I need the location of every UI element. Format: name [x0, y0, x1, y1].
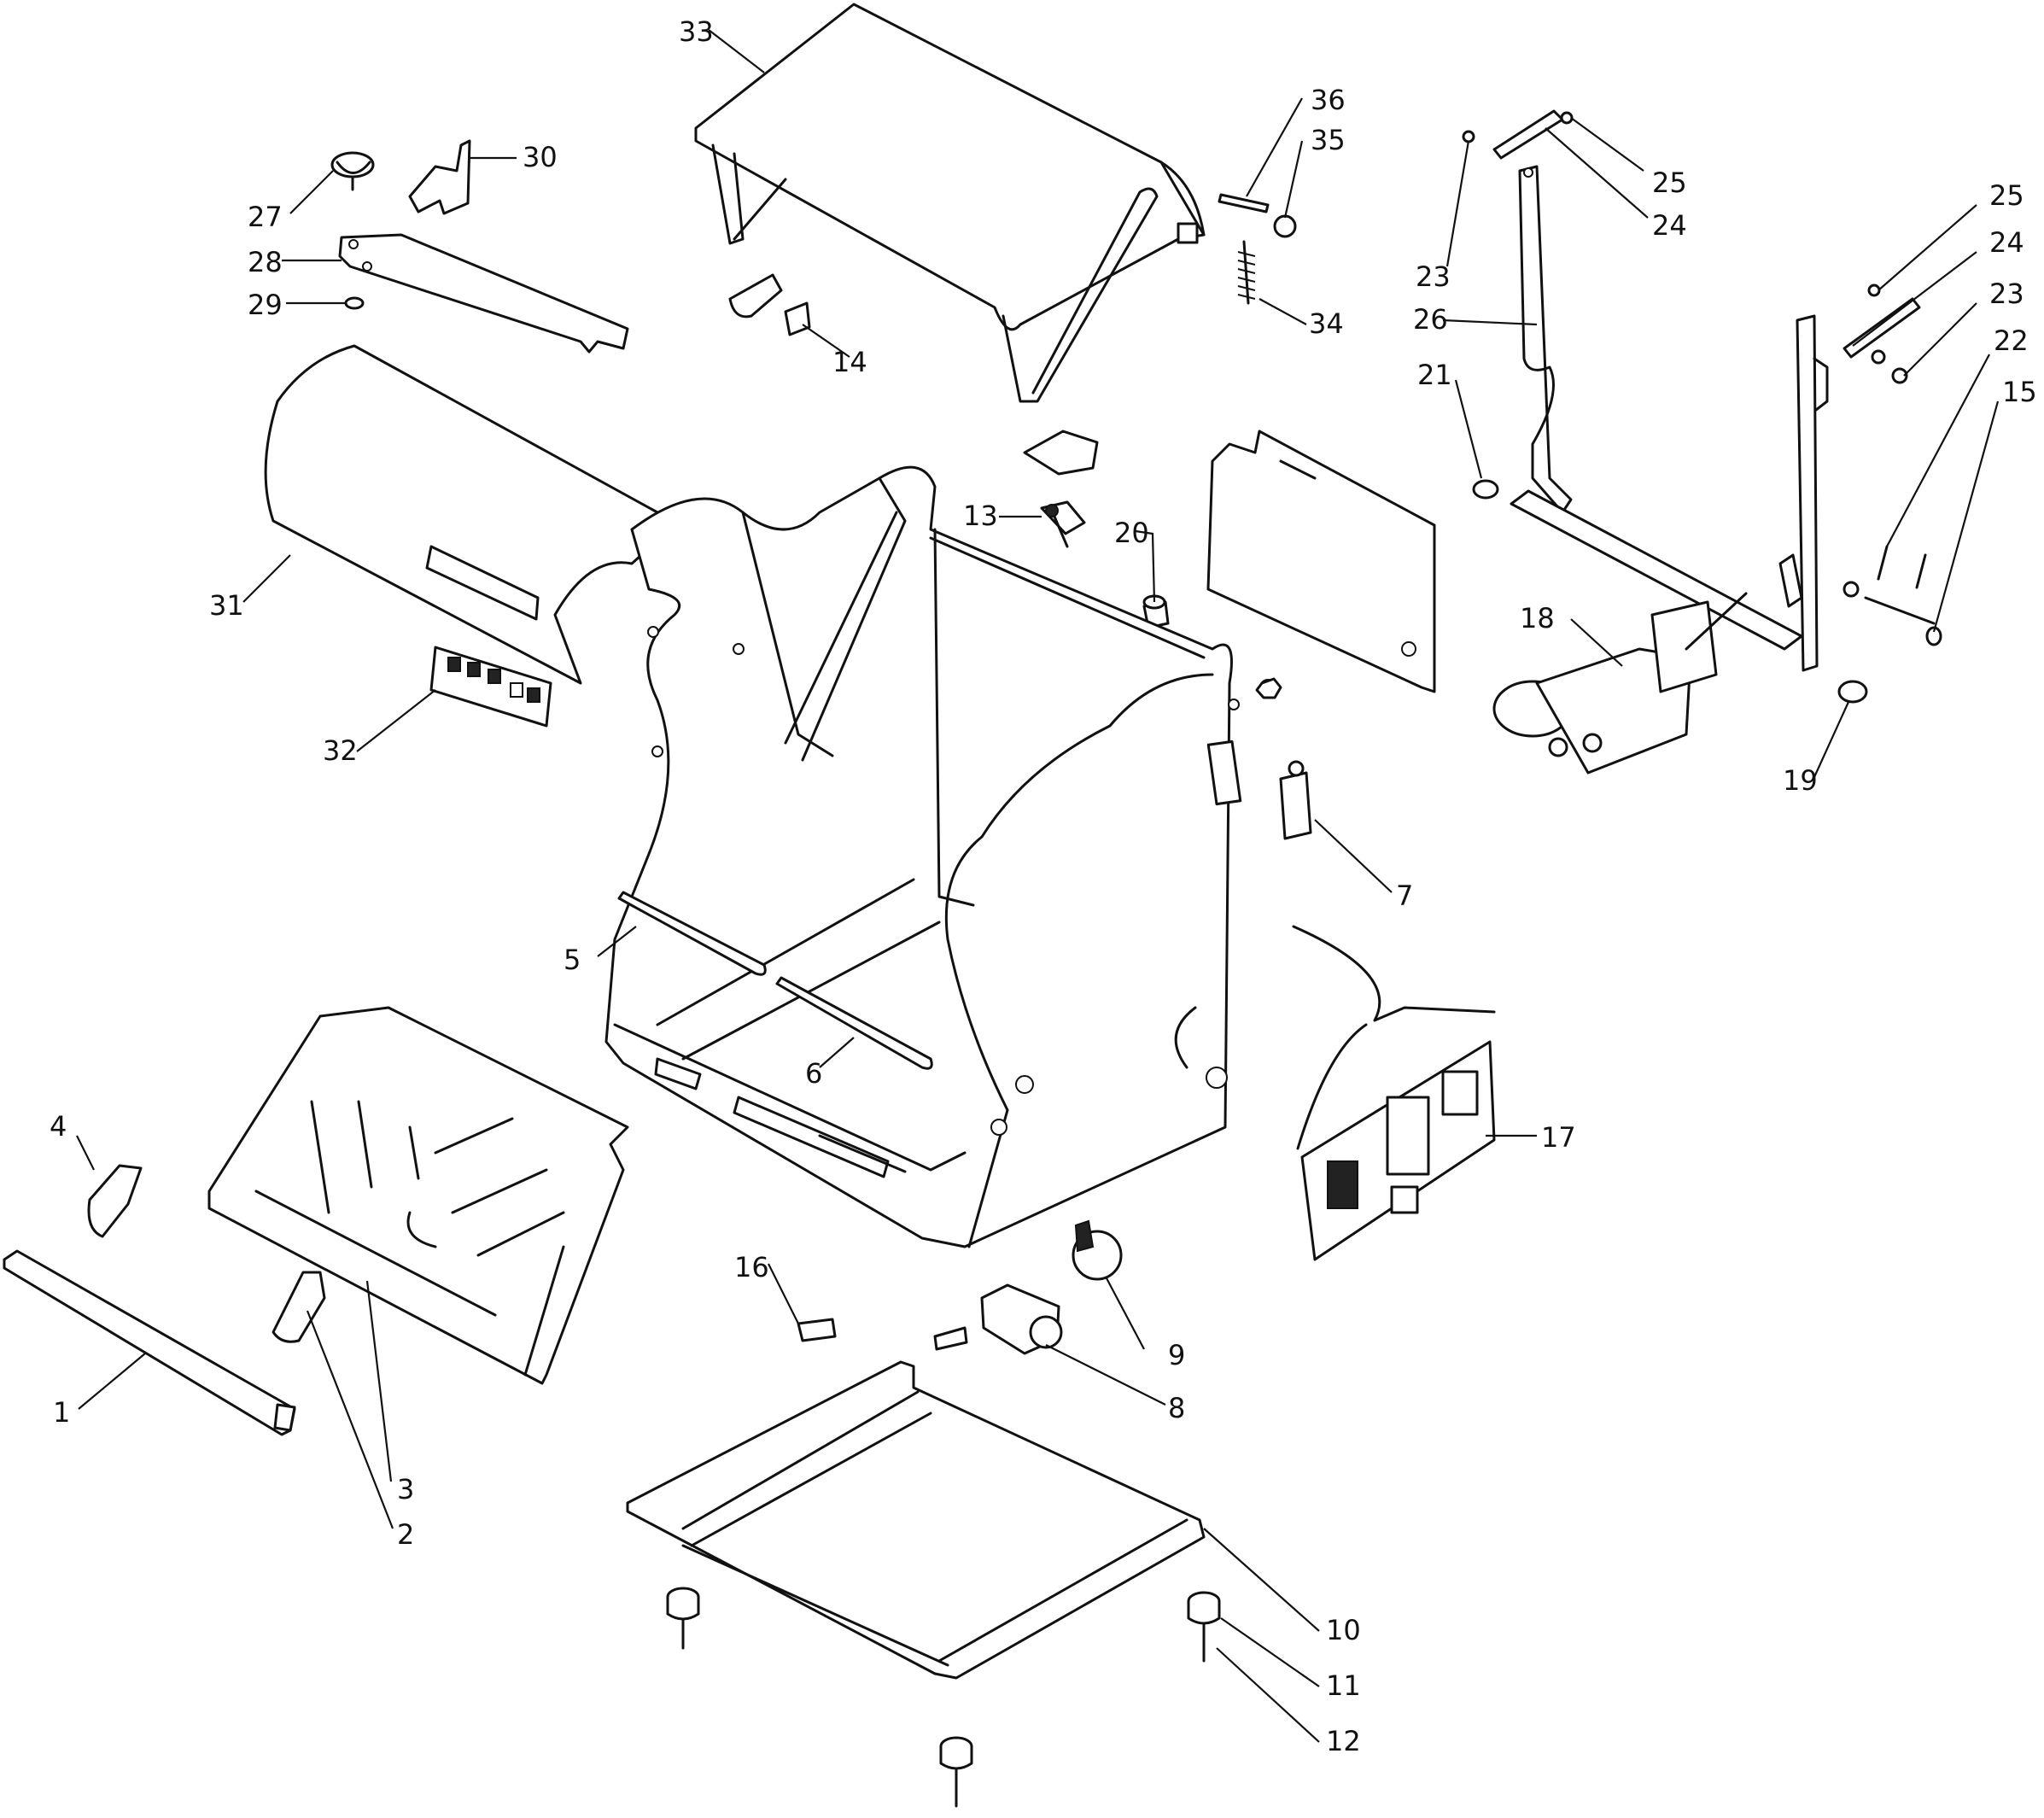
- leader-lines: [76, 29, 2000, 1743]
- part-rear-cover: [264, 344, 677, 685]
- part-button-9: [1072, 1219, 1123, 1281]
- part-circuit-board: [1292, 925, 1496, 1261]
- part-cotter-right: [1915, 553, 1927, 589]
- callout-24a: 24: [1652, 209, 1687, 242]
- callout-1: 1: [53, 1396, 70, 1429]
- callout-7: 7: [1396, 880, 1413, 912]
- callout-24b: 24: [1989, 226, 2024, 259]
- part-control-panel: [429, 646, 552, 728]
- callout-29: 29: [248, 289, 283, 321]
- callout-6: 6: [805, 1057, 822, 1090]
- callout-12: 12: [1326, 1725, 1361, 1757]
- callout-21: 21: [1417, 359, 1452, 391]
- callout-23b: 23: [1989, 278, 2024, 310]
- part-motor: [1492, 592, 1748, 775]
- callout-labels: 1 2 3 4 5 6 7 8 9 10 11 12 13 14 15 16 1…: [50, 15, 2037, 1757]
- callout-27: 27: [248, 201, 283, 233]
- part-foot-right: [1187, 1591, 1221, 1663]
- callout-35: 35: [1311, 124, 1346, 156]
- part-knob: [330, 151, 375, 191]
- part-switch-8: [933, 1283, 1063, 1355]
- part-clip: [408, 139, 471, 215]
- callout-5: 5: [564, 944, 581, 976]
- part-pin-22: [1864, 596, 1936, 625]
- part-washer-22: [1843, 581, 1860, 598]
- part-blade-right: [775, 976, 933, 1070]
- callout-25b: 25: [1989, 179, 2024, 212]
- callout-36: 36: [1311, 84, 1346, 116]
- callout-19: 19: [1783, 764, 1818, 797]
- part-pin-36: [1218, 193, 1270, 213]
- callout-25a: 25: [1652, 167, 1687, 199]
- callout-16: 16: [734, 1251, 769, 1283]
- callout-15: 15: [2002, 376, 2037, 408]
- part-small-bracket: [728, 273, 811, 336]
- part-foot-front: [939, 1736, 973, 1808]
- part-bottom-tray: [626, 1360, 1206, 1680]
- part-long-bracket: [338, 233, 629, 354]
- part-bracket-4: [87, 1164, 143, 1238]
- callout-33: 33: [679, 15, 714, 48]
- callout-3: 3: [397, 1473, 414, 1505]
- callout-18: 18: [1520, 602, 1555, 634]
- part-main-frame: [604, 465, 1276, 1248]
- part-link-top: [1462, 109, 1574, 160]
- part-spring-34: [1237, 240, 1256, 305]
- callout-13: 13: [963, 500, 998, 532]
- callout-28: 28: [248, 246, 283, 278]
- part-foot-left: [666, 1587, 700, 1650]
- part-top-cover: [694, 3, 1206, 403]
- callout-26: 26: [1413, 303, 1448, 336]
- callout-9: 9: [1168, 1339, 1185, 1371]
- callout-2: 2: [397, 1518, 414, 1551]
- part-clip-16: [797, 1318, 837, 1342]
- part-handle-2: [272, 1271, 326, 1343]
- callout-22: 22: [1994, 324, 2029, 357]
- part-washer-35: [1273, 214, 1297, 238]
- callout-34: 34: [1309, 307, 1344, 340]
- part-arm-left: [1518, 165, 1573, 514]
- part-hex-nut: [1255, 677, 1282, 699]
- callout-23a: 23: [1416, 260, 1451, 293]
- part-limit-switch: [1279, 760, 1312, 840]
- callout-32: 32: [323, 734, 358, 767]
- callout-30: 30: [523, 141, 558, 173]
- callout-11: 11: [1326, 1669, 1361, 1702]
- callout-14: 14: [832, 346, 867, 378]
- callout-31: 31: [209, 589, 244, 622]
- part-tray-plate: [207, 1006, 629, 1385]
- part-cotter-left: [1877, 545, 1889, 581]
- part-blade-left: [617, 891, 767, 976]
- callout-17: 17: [1541, 1121, 1576, 1154]
- part-washer: [344, 296, 365, 310]
- callout-20: 20: [1114, 517, 1149, 549]
- callout-4: 4: [50, 1110, 67, 1143]
- part-sensor: [1040, 500, 1086, 548]
- callout-10: 10: [1326, 1614, 1361, 1646]
- part-rail-1: [3, 1249, 296, 1436]
- part-link-right: [1843, 284, 1921, 384]
- part-nut-15: [1925, 626, 1942, 646]
- part-cover-plate: [1023, 430, 1099, 476]
- callout-8: 8: [1168, 1392, 1185, 1424]
- part-side-plate: [1206, 430, 1436, 693]
